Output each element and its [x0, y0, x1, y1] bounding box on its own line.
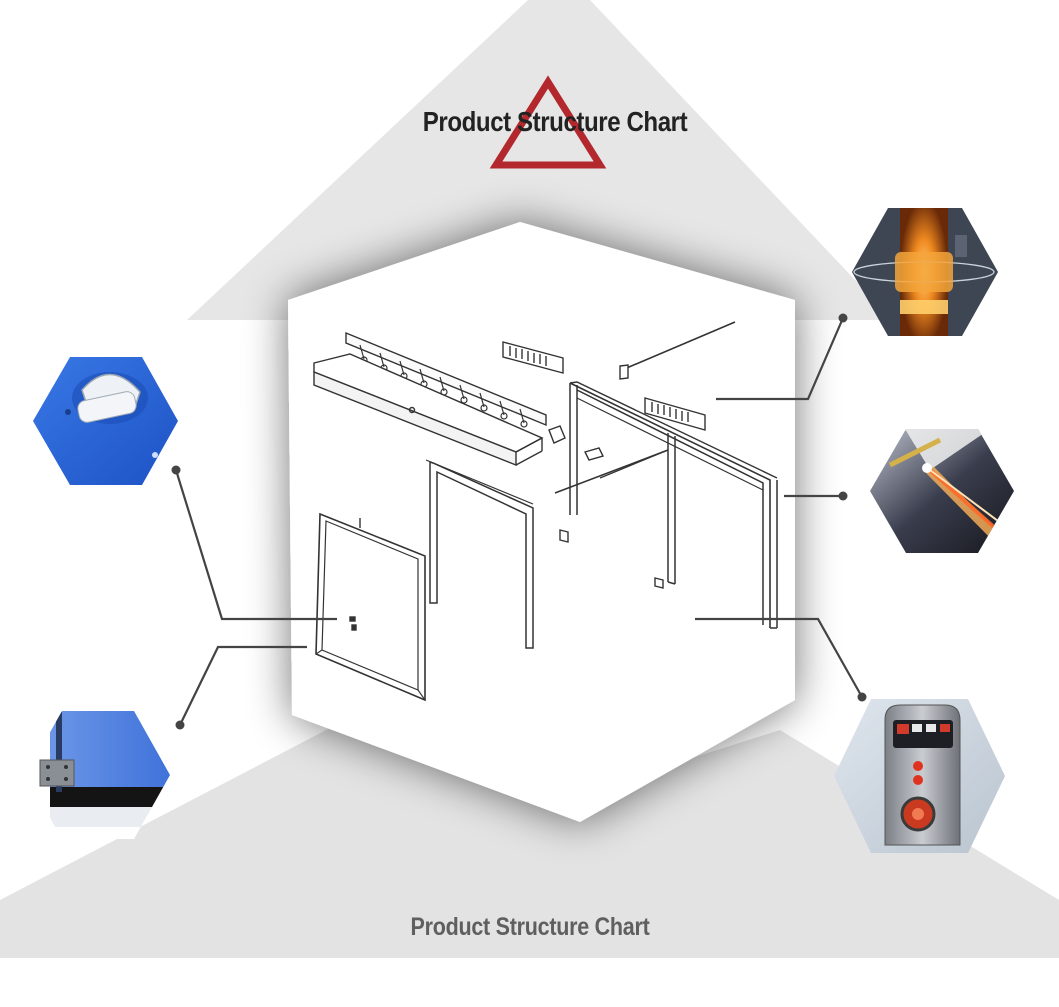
page-title: Product Structure Chart	[422, 106, 688, 137]
light-sensor-icon	[870, 429, 1014, 553]
footer-title: Product Structure Chart	[410, 913, 650, 941]
cover-handle-icon	[33, 357, 178, 485]
leader-dot	[838, 491, 848, 501]
triangle-logo-icon	[489, 75, 607, 169]
leader-dot	[857, 692, 867, 702]
motor-icon	[852, 208, 998, 336]
control-box-icon	[834, 699, 1005, 853]
center-hexagon	[288, 222, 795, 822]
bottom-backdrop	[0, 728, 1059, 958]
leader-dot	[175, 720, 185, 730]
exploded-door-drawing	[313, 321, 778, 702]
callout-lines	[174, 317, 863, 726]
leader-motor	[716, 317, 845, 401]
leader-cover-handle	[174, 469, 337, 621]
leader-control-box	[695, 617, 863, 698]
top-arrow-backdrop	[187, 0, 893, 320]
leader-dot	[838, 313, 848, 323]
leader-dot	[171, 465, 181, 475]
leader-door-corner	[179, 645, 307, 726]
